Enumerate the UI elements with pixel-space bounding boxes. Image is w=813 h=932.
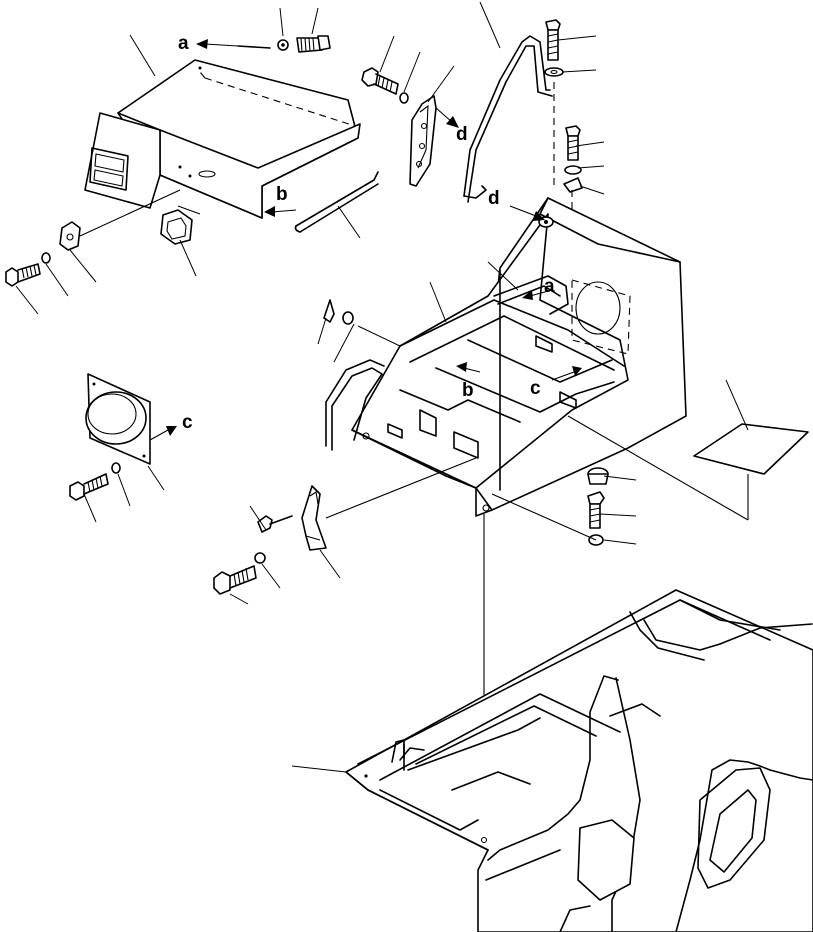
bolt-left: [5, 252, 51, 287]
bolt-center-top: [361, 67, 409, 104]
dashboard-cover: [84, 59, 361, 219]
bolt-stack-right: [544, 19, 583, 250]
ref-label-a: a: [544, 276, 555, 297]
latch-assembly: [213, 457, 477, 595]
bolt-top: [237, 35, 331, 53]
floor-mat: [567, 415, 809, 521]
console-body: [351, 197, 687, 517]
ref-label-a: a: [178, 33, 189, 54]
ref-label-b: b: [462, 380, 474, 401]
grab-rail: [463, 35, 553, 203]
pin: [323, 299, 354, 325]
cap-bolt-right: [491, 467, 609, 546]
cap-plate: [85, 373, 151, 465]
ref-label-c: c: [530, 378, 541, 399]
ref-label-d: d: [488, 188, 500, 209]
leader-lines: [15, 1, 749, 773]
arrows: [149, 39, 582, 441]
bar-handle: [294, 171, 379, 233]
floor-frame: [345, 589, 813, 932]
ref-label-c: c: [182, 412, 193, 433]
ref-label-b: b: [276, 184, 288, 205]
clamp-bracket: [59, 189, 181, 251]
ref-label-d: d: [456, 124, 468, 145]
grommet: [160, 205, 201, 245]
bracket-plate: [409, 95, 437, 187]
console-handle: [325, 275, 569, 451]
bolt-lower-left: [69, 462, 121, 501]
